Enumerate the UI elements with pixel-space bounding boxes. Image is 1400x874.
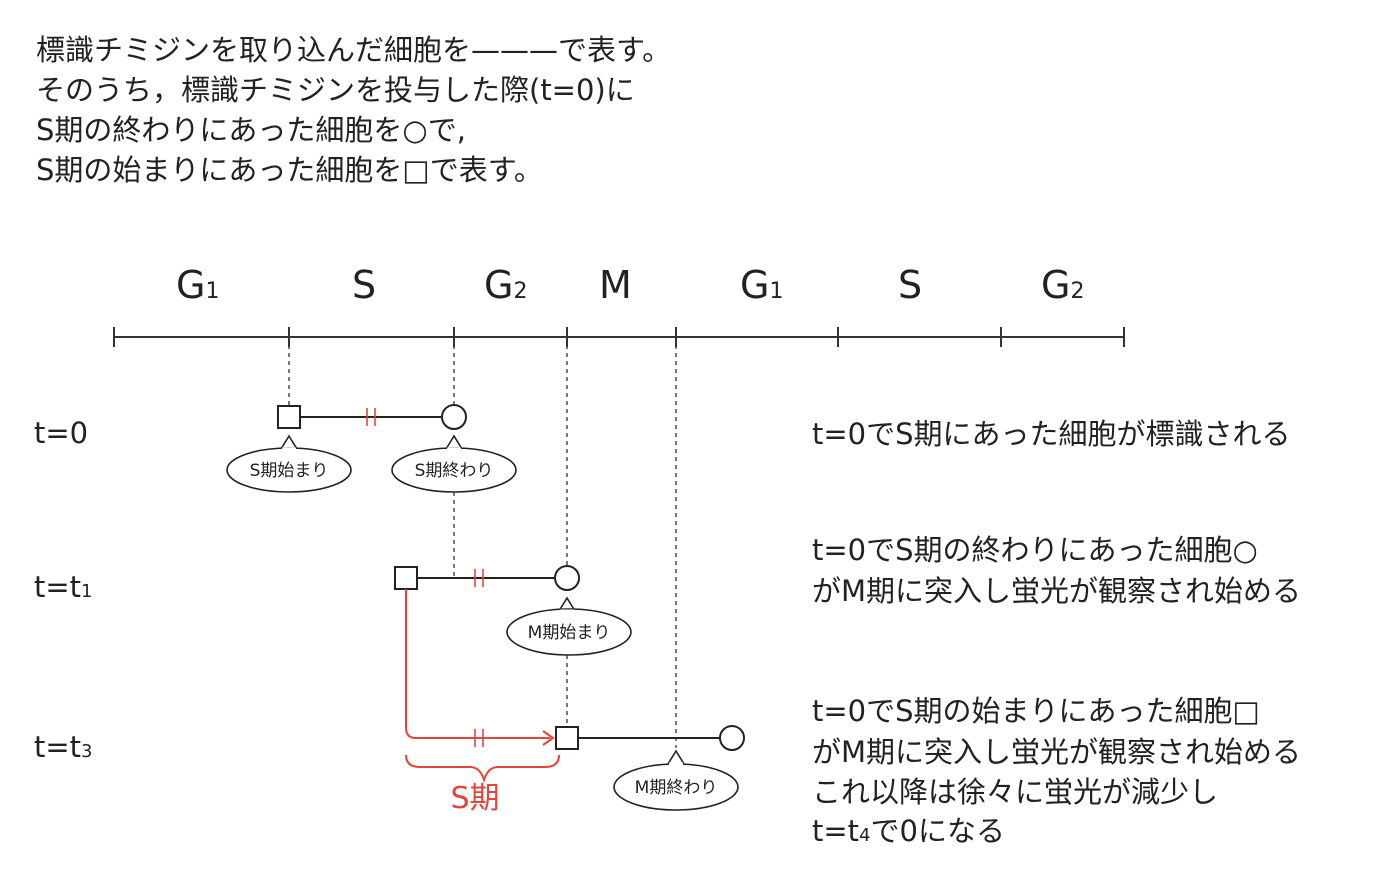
bubble-m-start: [506, 608, 632, 656]
phase-labels: G1 S G2 M G1 S G2: [176, 263, 1084, 307]
phase-label-s: S: [352, 263, 376, 307]
row-description-t3-line4: t=t4で0になる: [812, 814, 1005, 848]
phase-label-g1-second: G1: [740, 263, 783, 307]
square-marker: [394, 566, 418, 590]
square-marker: [277, 405, 301, 429]
row-description-t3-line2: がM期に突入し蛍光が観察され始める: [812, 735, 1301, 769]
row-t1: t=t1 M期始まり t=0でS期の終わりにあった細胞○ がM期に突入し蛍光が観…: [34, 533, 1301, 656]
bubble-pointer: [280, 434, 298, 450]
red-brace: [405, 754, 560, 784]
circle-marker: [719, 725, 745, 751]
red-arrow-head: [542, 730, 555, 746]
timeline-axis: [113, 327, 1125, 347]
circle-marker: [441, 404, 467, 430]
intro-line-2: そのうち，標識チミジンを投与した際(t=0)に: [36, 73, 635, 107]
intro-line-1: 標識チミジンを取り込んだ細胞を———で表す。: [36, 33, 672, 67]
phase-label-g1: G1: [176, 263, 219, 307]
phase-label-m: M: [599, 263, 632, 307]
intro-line-3: S期の終わりにあった細胞を○で,: [36, 113, 466, 147]
bubble-label-m-start: M期始まり: [528, 623, 611, 643]
row-label-t3: t=t3: [34, 730, 93, 764]
square-marker: [555, 726, 579, 750]
row-t0: t=0 S期始まり S期終わり t=0でS期にあった細胞が標識される: [34, 404, 1291, 493]
row-description-t3-line3: これ以降は徐々に蛍光が減少し: [812, 775, 1218, 809]
bubble-pointer: [558, 596, 576, 612]
row-label-t0: t=0: [34, 416, 88, 450]
guide-lines: [288, 337, 677, 748]
intro-line-4: S期の始まりにあった細胞を□で表す。: [36, 153, 543, 187]
red-path: [405, 589, 550, 739]
bubble-label-m-end: M期終わり: [635, 778, 718, 798]
row-description-t3-line1: t=0でS期の始まりにあった細胞□: [812, 694, 1260, 728]
brace-label-s-phase: S期: [450, 781, 499, 816]
row-label-t1: t=t1: [34, 570, 93, 604]
phase-label-g2-second: G2: [1041, 263, 1084, 307]
bubble-pointer: [445, 434, 463, 450]
phase-label-g2: G2: [484, 263, 527, 307]
row-description-t0: t=0でS期にあった細胞が標識される: [812, 417, 1291, 451]
s-phase-indicator: S期: [405, 589, 560, 816]
phase-label-s-second: S: [898, 263, 922, 307]
circle-marker: [554, 565, 580, 591]
row-description-t1-line2: がM期に突入し蛍光が観察され始める: [812, 574, 1301, 608]
intro-text: 標識チミジンを取り込んだ細胞を———で表す。 そのうち，標識チミジンを投与した際…: [36, 30, 671, 190]
bubble-label-s-start: S期始まり: [250, 461, 329, 481]
bubble-label-s-end: S期終わり: [415, 461, 494, 481]
row-t3: t=t3 M期終わり t=0でS期の始まりにあった細胞□ がM期に突入し蛍光が観…: [34, 694, 1301, 848]
bubble-pointer: [667, 749, 685, 765]
row-description-t1-line1: t=0でS期の終わりにあった細胞○: [812, 533, 1258, 567]
